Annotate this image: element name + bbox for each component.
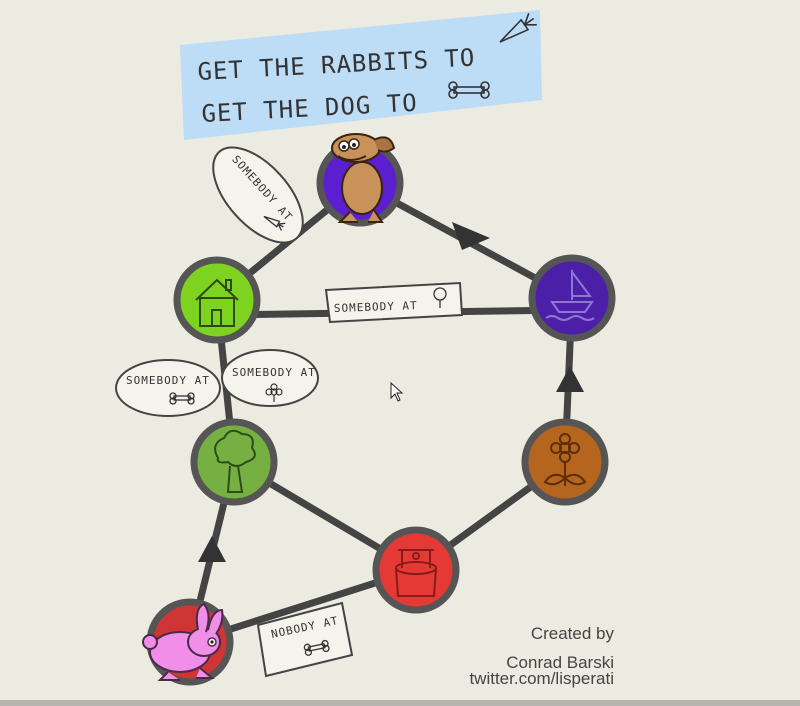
credits-line-1: Created by <box>530 624 614 643</box>
credits-link[interactable]: twitter.com/lisperati <box>469 669 614 688</box>
condition-house-boat: SOMEBODY AT <box>324 281 464 324</box>
condition-rabbit-well: NOBODY AT <box>256 601 354 678</box>
bone-icon <box>448 81 490 99</box>
tree-node[interactable] <box>190 418 278 506</box>
house-icon <box>195 278 239 327</box>
rabbit-token[interactable] <box>142 602 224 681</box>
carrot-icon <box>263 215 286 231</box>
flower-icon <box>265 383 283 402</box>
bottom-bar <box>0 700 800 706</box>
credits-line-2: Conrad Barski <box>506 653 614 672</box>
goal-banner: GET THE RABBITS TO GET THE DOG TO <box>180 10 542 140</box>
dog-token[interactable] <box>331 133 396 223</box>
condition-house-boat-text: SOMEBODY AT <box>334 299 418 315</box>
arrow-dog-to-boat <box>452 222 490 250</box>
well-icon <box>395 549 437 597</box>
bone-icon <box>169 392 195 405</box>
tree-icon <box>433 287 447 308</box>
condition-dog-house: SOMEBODY AT <box>212 146 304 244</box>
tree-icon <box>214 429 256 493</box>
bone-icon <box>303 639 330 656</box>
flower-node[interactable] <box>521 418 609 506</box>
arrow-flower-to-boat <box>556 366 584 392</box>
house-node[interactable] <box>173 256 261 344</box>
flower-icon <box>543 433 587 486</box>
well-node[interactable] <box>372 526 460 614</box>
condition-tree-bone-text: SOMEBODY AT <box>126 374 210 387</box>
arrow-rabbit-to-tree <box>198 536 226 562</box>
mouse-cursor-icon <box>390 381 404 402</box>
condition-house-tree-right: SOMEBODY AT <box>221 349 319 407</box>
boat-node[interactable] <box>528 254 616 342</box>
condition-tree-flower-text: SOMEBODY AT <box>232 366 316 379</box>
rabbit-token-icon <box>142 602 224 681</box>
sailboat-icon <box>545 269 595 321</box>
dog-token-icon <box>331 133 396 223</box>
carrot-icon <box>499 13 537 43</box>
condition-house-tree-left: SOMEBODY AT <box>115 359 221 417</box>
